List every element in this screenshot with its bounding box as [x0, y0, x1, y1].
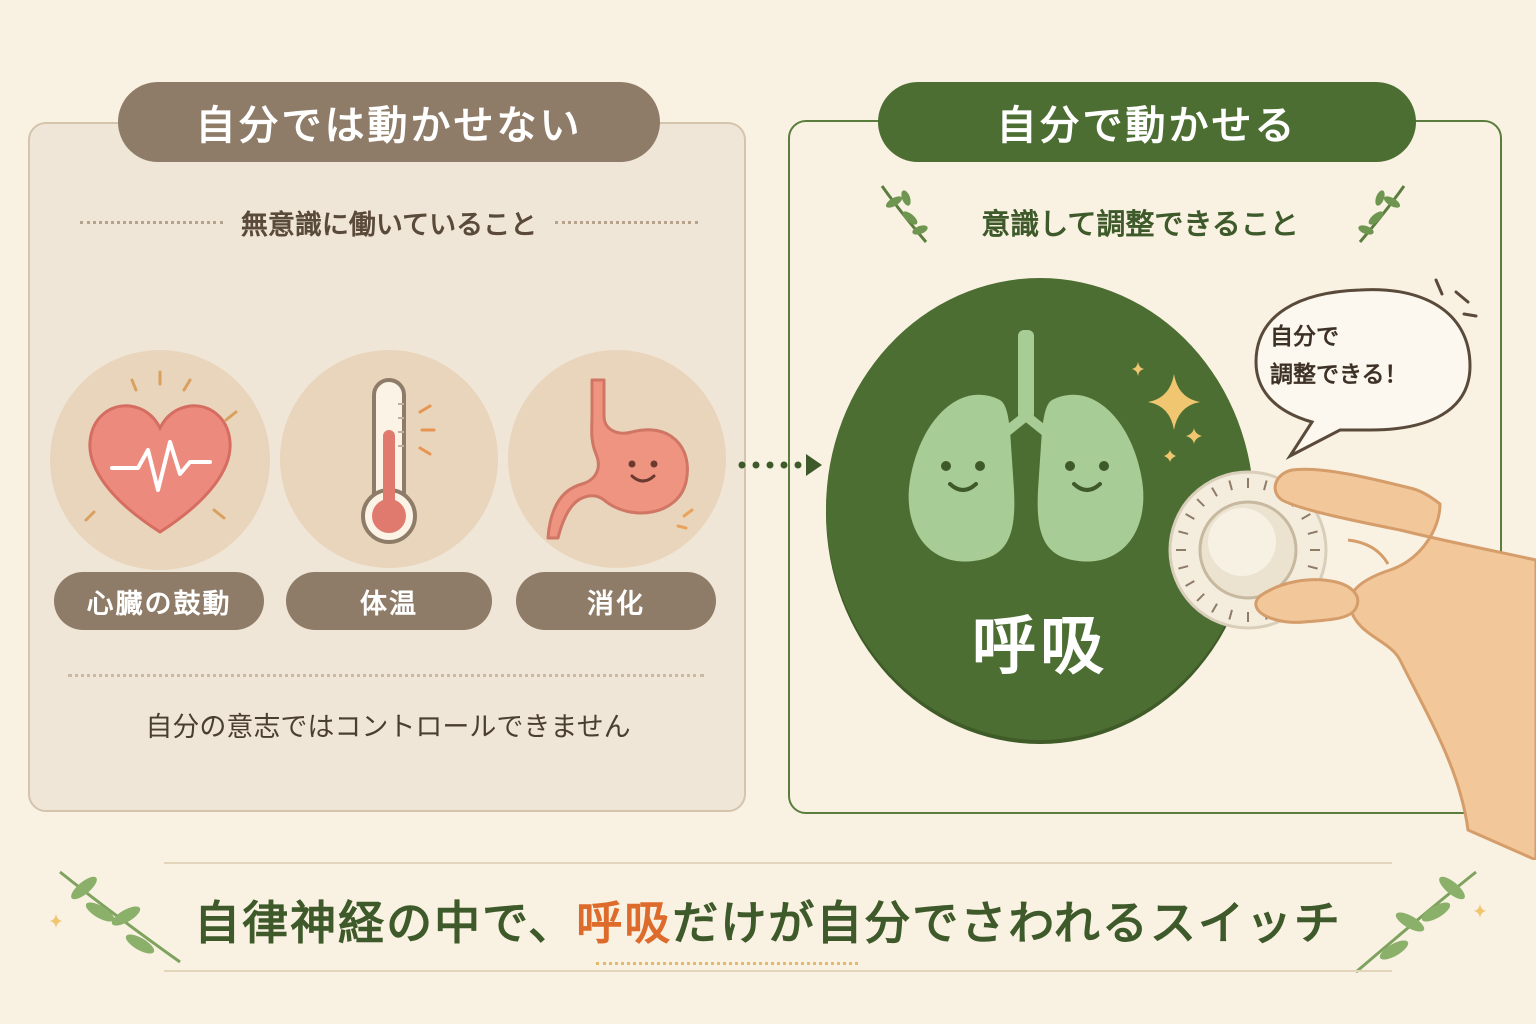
uncontrollable-title: 自分では動かせない — [118, 82, 660, 162]
dotted-rule — [80, 220, 223, 224]
controllable-subtitle: 意識して調整できること — [981, 207, 1299, 241]
tagline: 自律神経の中で、呼吸だけが自分でさわれるスイッチ — [190, 880, 1346, 960]
tagline-highlight: 呼吸 — [576, 896, 673, 950]
uncontrollable-note: 自分の意志ではコントロールできません — [145, 711, 631, 743]
leaf-sprig-icon — [1355, 870, 1486, 974]
leaf-sprig-icon — [1358, 185, 1406, 243]
leaf-sprig-icon — [50, 870, 181, 964]
uncontrollable-subtitle-row: 無意識に働いていること — [80, 196, 699, 248]
left-separator — [68, 674, 704, 677]
bottom-rule-bottom — [164, 970, 1392, 972]
hand-icon — [1254, 467, 1536, 860]
thermometer-icon — [361, 378, 436, 544]
speech-bubble-line2: 調整できる！ — [1270, 362, 1408, 388]
uncontrollable-subtitle: 無意識に働いていること — [240, 209, 538, 241]
sparkle-icon — [1132, 362, 1202, 462]
speech-bubble — [1254, 278, 1478, 460]
tagline-dotted-underline — [596, 962, 858, 965]
heartbeat-label: 心臓の鼓動 — [54, 572, 264, 630]
stomach-icon — [546, 378, 694, 540]
controllable-title: 自分で動かせる — [878, 82, 1416, 162]
dial-knob-icon — [1168, 470, 1328, 630]
dotted-arrow-icon — [738, 454, 822, 476]
digestion-label: 消化 — [516, 572, 716, 630]
lungs-icon — [908, 330, 1144, 562]
breathing-label: 呼吸 — [972, 610, 1108, 684]
bottom-rule-top — [164, 862, 1392, 864]
leaf-sprig-icon — [880, 185, 928, 243]
body-temperature-label: 体温 — [286, 572, 492, 630]
tagline-before: 自律神経の中で、 — [194, 896, 577, 950]
speech-bubble-line1: 自分で — [1270, 324, 1339, 350]
tagline-after: だけが自分でさわれるスイッチ — [672, 896, 1342, 950]
speech-bubble-text: 自分で 調整できる！ — [1270, 318, 1470, 408]
heart-icon — [84, 370, 238, 534]
dotted-rule — [555, 220, 699, 224]
